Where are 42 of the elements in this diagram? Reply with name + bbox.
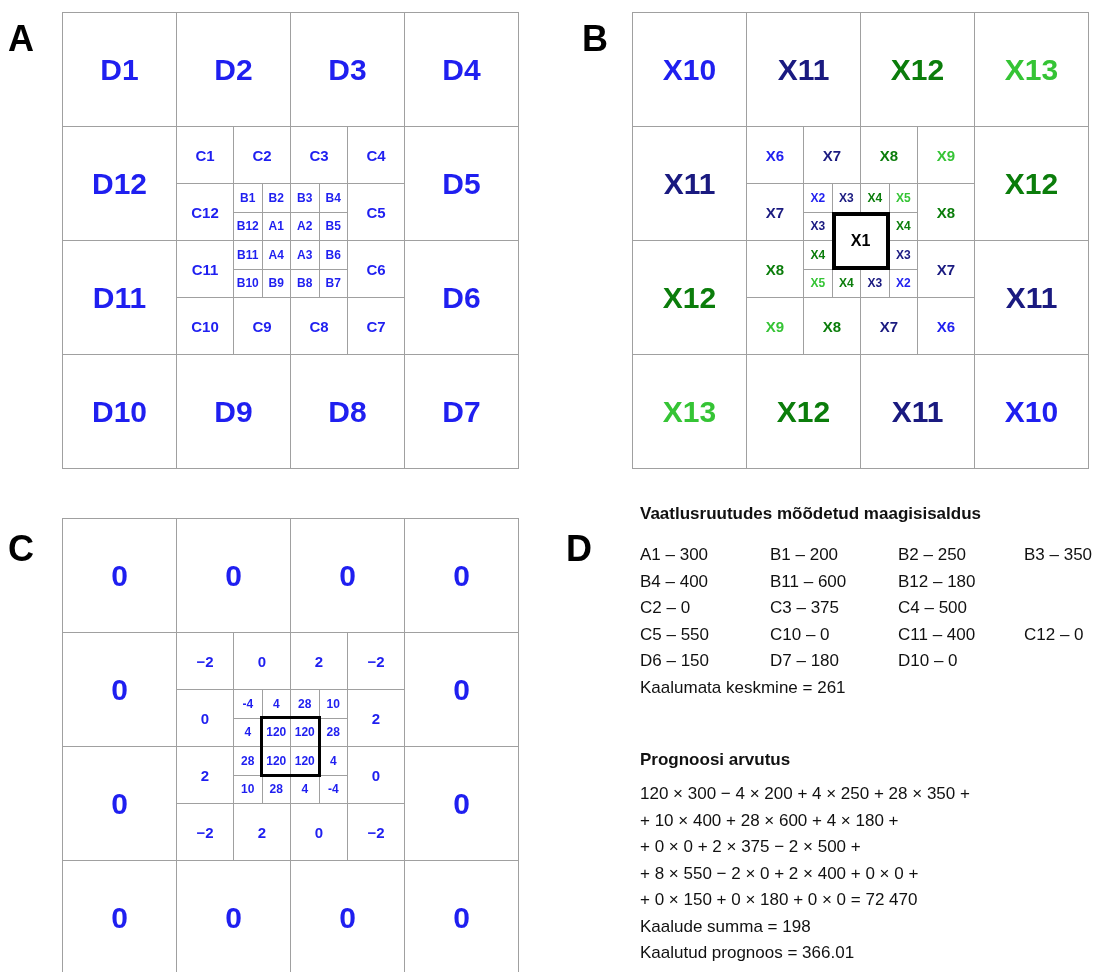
result-text: Kaalude summa = 198: [640, 916, 811, 937]
measurement-entry: C3 – 375: [770, 598, 839, 618]
measurement-entry: D10 – 0: [898, 651, 958, 671]
panel-letter: D: [566, 528, 592, 570]
equation-line: + 0 × 0 + 2 × 375 − 2 × 500 +: [640, 837, 861, 857]
equation-line: + 8 × 550 − 2 × 0 + 2 × 400 + 0 × 0 +: [640, 863, 919, 884]
result-text: Kaalumata keskmine = 261: [640, 677, 846, 698]
equation-line: + 10 × 400 + 28 × 600 + 4 × 180 +: [640, 810, 899, 831]
measurement-entry: A1 – 300: [640, 545, 709, 565]
grid-cell: 0: [62, 518, 177, 633]
measurement-entry: B2 – 250: [898, 545, 967, 565]
panel-letter: C: [8, 528, 34, 570]
measurement-entry: B1 – 200: [770, 545, 839, 565]
grid-cell: D1: [62, 12, 177, 127]
grid-cell: X10: [632, 12, 747, 127]
measurement-entry: D7 – 180: [770, 651, 839, 671]
grid-cell: X1: [831, 211, 890, 270]
measurement-entry: C2 – 0: [640, 598, 691, 618]
measurement-entry: B12 – 180: [898, 571, 976, 592]
grid-cell: D10: [62, 354, 177, 469]
measurement-entry: C5 – 550: [640, 624, 709, 645]
grid-cell: D4: [404, 12, 519, 127]
section-heading: Vaatlusruutudes mõõdetud maagisisaldus: [640, 504, 982, 524]
measurement-entry: C4 – 500: [898, 598, 967, 618]
measurement-entry: C12 – 0: [1024, 624, 1084, 645]
result-text: Kaalutud prognoos = 366.01: [640, 943, 855, 963]
measurement-entry: B11 – 600: [770, 571, 847, 592]
equation-line: + 0 × 150 + 0 × 180 + 0 × 0 = 72 470: [640, 890, 918, 910]
panel-letter: B: [582, 18, 608, 60]
panel-letter: A: [8, 18, 34, 60]
grid-cell: X13: [974, 12, 1089, 127]
measurement-entry: B4 – 400: [640, 571, 709, 592]
measurement-entry: D6 – 150: [640, 651, 709, 671]
grid-cell: X13: [632, 354, 747, 469]
measurement-entry: C10 – 0: [770, 624, 830, 645]
measurement-entry: B3 – 350: [1024, 545, 1093, 565]
grid-cell: 0: [404, 518, 519, 633]
grid-cell: D7: [404, 354, 519, 469]
grid-cell: X10: [974, 354, 1089, 469]
measurement-entry: C11 – 400: [898, 624, 976, 645]
equation-line: 120 × 300 − 4 × 200 + 4 × 250 + 28 × 350 +: [640, 784, 970, 804]
section-heading: Prognoosi arvutus: [640, 750, 791, 770]
